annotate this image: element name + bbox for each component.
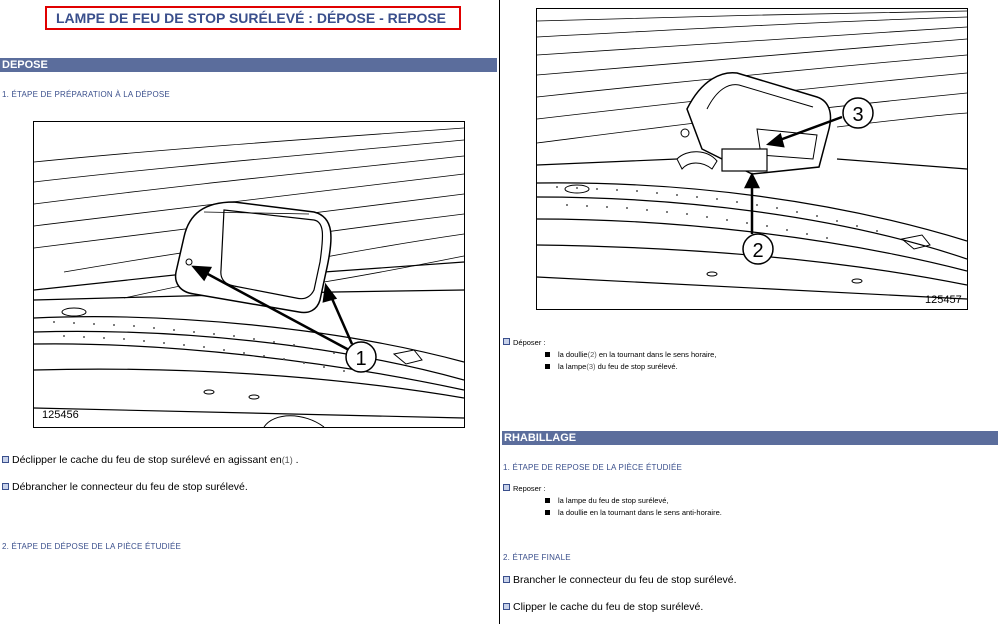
instruction-brancher: Brancher le connecteur du feu de stop su… [503, 574, 737, 586]
rear-window-illustration: 1 125456 [34, 127, 464, 427]
figure-number-left: 125456 [42, 409, 79, 421]
reposer-label: Reposer : [503, 484, 546, 493]
callout-label-3: 3 [852, 104, 863, 126]
deposer-item: la doullie(2) en la tournant dans le sen… [545, 350, 716, 359]
deposer-label: Déposer : [503, 338, 546, 347]
checkbox-bullet-icon [503, 338, 510, 345]
checkbox-bullet-icon [503, 603, 510, 610]
step-heading-repose: 1. ÉTAPE DE REPOSE DE LA PIÈCE ÉTUDIÉE [503, 463, 683, 472]
callout-label-2: 2 [752, 240, 763, 262]
callout-circle-3 [842, 97, 874, 129]
figure-125456: 1 125456 [33, 121, 465, 428]
square-bullet-icon [545, 352, 550, 357]
checkbox-bullet-icon [2, 483, 9, 490]
callout-circle-1 [345, 341, 377, 373]
square-bullet-icon [545, 510, 550, 515]
instruction-declipper: Déclipper le cache du feu de stop suréle… [2, 454, 299, 466]
callout-circle-2 [742, 233, 774, 265]
callout-label-1: 1 [355, 348, 366, 370]
section-bar-depose: DEPOSE [0, 58, 497, 72]
page-title: LAMPE DE FEU DE STOP SURÉLEVÉ : DÉPOSE -… [56, 10, 447, 26]
checkbox-bullet-icon [2, 456, 9, 463]
deposer-item: la lampe(3) du feu de stop surélevé. [545, 362, 678, 371]
square-bullet-icon [545, 364, 550, 369]
step-heading-preparation: 1. ÉTAPE DE PRÉPARATION À LA DÉPOSE [2, 90, 170, 99]
section-bar-rhabillage: RHABILLAGE [502, 431, 998, 445]
title-frame [45, 6, 461, 30]
reposer-item: la doullie en la tournant dans le sens a… [545, 508, 722, 517]
column-divider [499, 0, 500, 624]
checkbox-bullet-icon [503, 484, 510, 491]
instruction-debrancher: Débrancher le connecteur du feu de stop … [2, 481, 248, 493]
checkbox-bullet-icon [503, 576, 510, 583]
figure-number-right: 125457 [925, 294, 962, 306]
figure-125457: 2 3 125457 [536, 8, 968, 310]
step-heading-depose-piece: 2. ÉTAPE DE DÉPOSE DE LA PIÈCE ÉTUDIÉE [2, 542, 182, 551]
square-bullet-icon [545, 498, 550, 503]
step-heading-finale: 2. ÉTAPE FINALE [503, 553, 571, 562]
lamp-detail-illustration: 2 3 125457 [537, 10, 967, 306]
instruction-clipper: Clipper le cache du feu de stop surélevé… [503, 601, 703, 613]
reposer-item: la lampe du feu de stop surélevé, [545, 496, 669, 505]
